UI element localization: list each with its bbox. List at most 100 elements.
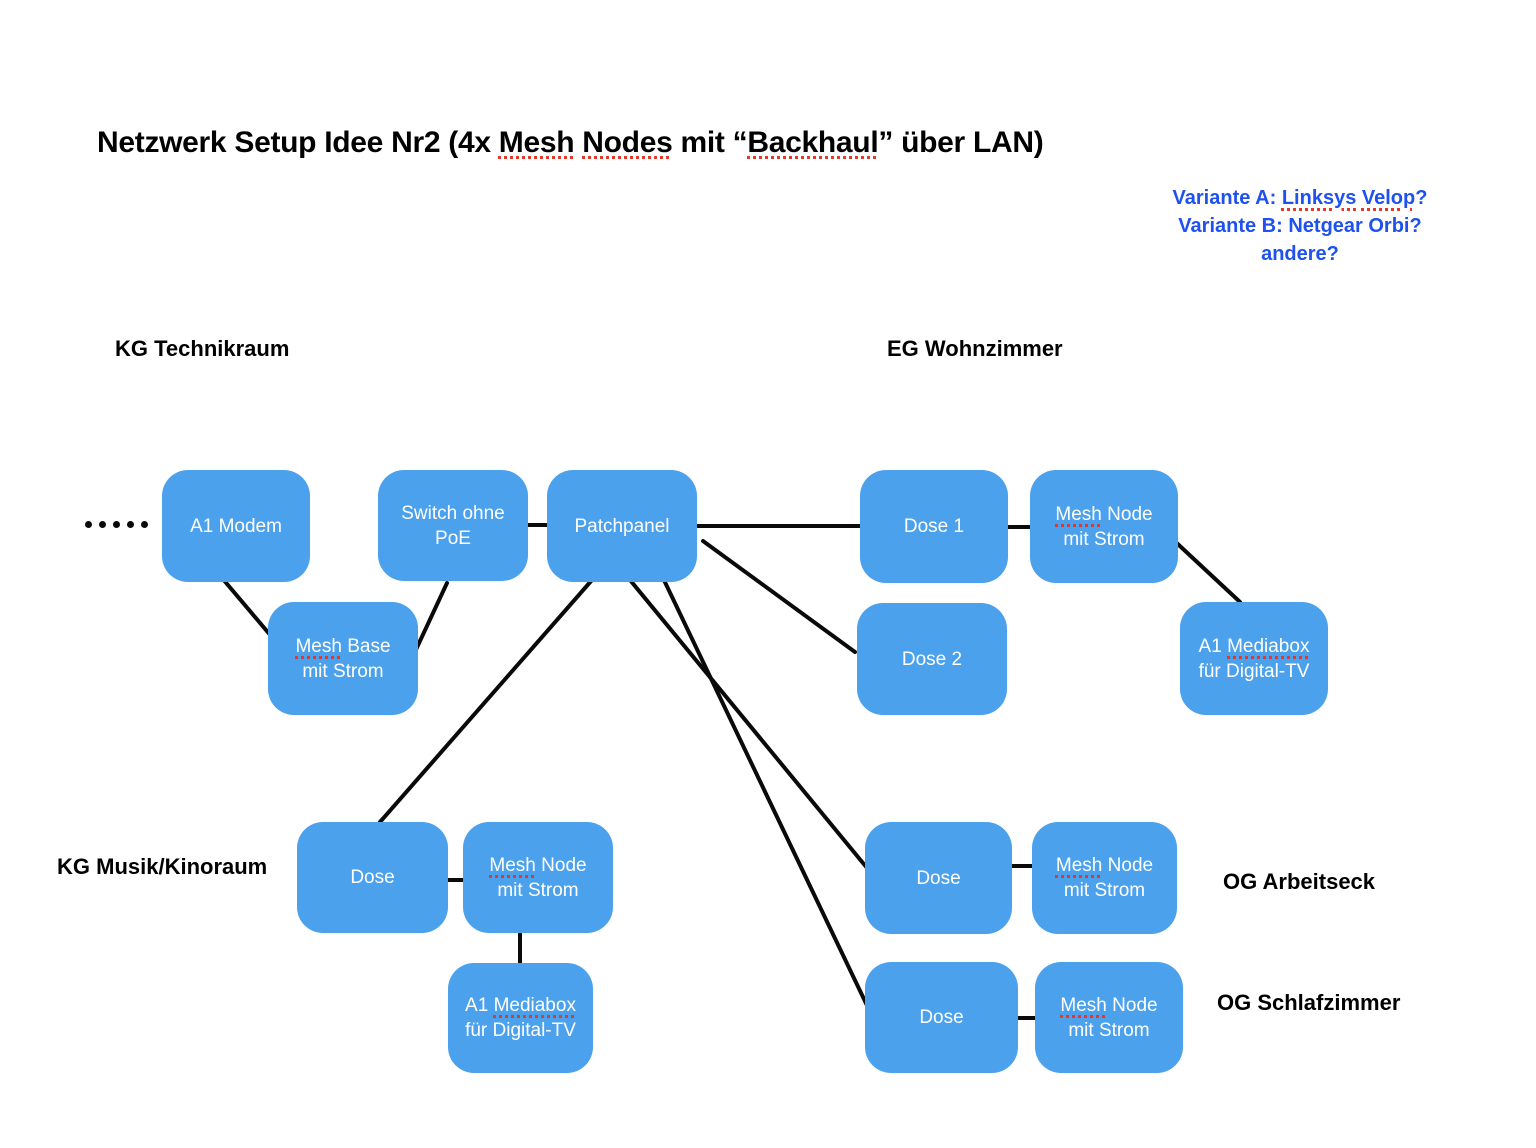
misspelled-word: Velop: [1361, 187, 1416, 209]
edge-patchpanel-to-dose-2[interactable]: [701, 539, 857, 654]
diagram-title: Netzwerk Setup Idee Nr2 (4x Mesh Nodes m…: [97, 126, 1044, 160]
edge-patchpanel-to-dose-og-arbeitseck[interactable]: [628, 578, 874, 876]
node-dose-og-arbeitseck[interactable]: Dose: [865, 822, 1012, 934]
dot: [99, 521, 106, 528]
node-label-line: Dose 2: [902, 647, 962, 672]
node-label-line: Mesh Node: [489, 853, 586, 878]
misspelled-word: Mesh: [489, 854, 536, 876]
text-segment: Variante B: Netgear Orbi?: [1178, 215, 1422, 237]
text-segment: mit Strom: [302, 660, 384, 682]
dot: [141, 521, 148, 528]
text-segment: andere?: [1261, 243, 1339, 265]
dot: [113, 521, 120, 528]
variant-note-line: Variante A: Linksys Velop?: [1140, 184, 1460, 212]
text-segment: für Digital-TV: [465, 1020, 576, 1041]
text-segment: Node: [1101, 503, 1153, 525]
misspelled-word: Mesh: [498, 126, 575, 159]
node-label-line: mit Strom: [497, 878, 578, 903]
text-segment: Node: [535, 854, 587, 876]
text-segment: ?: [1415, 187, 1428, 209]
node-a1-modem[interactable]: A1 Modem: [162, 470, 310, 582]
text-segment: Base: [341, 635, 391, 657]
edge-mesh-node-eg-to-a1-mediabox-eg[interactable]: [1165, 532, 1242, 604]
edge-switch-ohne-poe-to-mesh-base[interactable]: [411, 581, 449, 658]
misspelled-word: Mesh: [295, 635, 342, 657]
variant-note-line: andere?: [1140, 240, 1460, 268]
text-segment: Dose 1: [903, 516, 965, 537]
node-dose-1[interactable]: Dose 1: [860, 470, 1008, 583]
node-label-line: mit Strom: [302, 659, 383, 684]
node-label-line: für Digital-TV: [465, 1018, 576, 1043]
text-segment: Dose: [919, 1007, 964, 1028]
text-segment: Variante A:: [1172, 187, 1282, 209]
text-segment: A1: [1198, 635, 1228, 657]
node-dose-og-schlafzimmer[interactable]: Dose: [865, 962, 1018, 1073]
text-segment: A1: [465, 995, 494, 1016]
text-segment: mit Strom: [1068, 1019, 1150, 1041]
node-a1-mediabox-kg[interactable]: A1 Mediabox für Digital-TV: [448, 963, 593, 1073]
incoming-line-dots: [85, 521, 148, 528]
node-label-line: mit Strom: [1068, 1018, 1149, 1043]
section-label-og-arbeitseck: OG Arbeitseck: [1223, 869, 1376, 894]
section-label-eg-wohnzimmer: EG Wohnzimmer: [887, 336, 1063, 361]
edge-patchpanel-to-dose-og-schlafzimmer[interactable]: [661, 576, 875, 1020]
text-segment: Patchpanel: [574, 515, 670, 537]
node-label-line: für Digital-TV: [1199, 659, 1310, 684]
misspelled-word: Mesh: [1060, 994, 1107, 1016]
misspelled-word: Mesh: [1055, 503, 1102, 525]
node-patchpanel[interactable]: Patchpanel: [547, 470, 697, 582]
node-label-line: A1 Mediabox: [1199, 634, 1310, 659]
edge-patchpanel-to-dose-kg-musik[interactable]: [378, 578, 594, 824]
node-label-line: Mesh Node: [1060, 993, 1157, 1018]
text-segment: mit Strom: [1063, 528, 1145, 550]
variant-notes: Variante A: Linksys Velop? Variante B: Ne…: [1140, 184, 1460, 268]
misspelled-word: Mediabox: [493, 995, 576, 1016]
node-dose-2[interactable]: Dose 2: [857, 603, 1007, 715]
node-label-line: Mesh Base: [295, 634, 390, 659]
text-segment: für Digital-TV: [1198, 660, 1310, 682]
dot: [85, 521, 92, 528]
text-segment: Dose: [350, 867, 395, 888]
section-label-kg-musik-kinoraum: KG Musik/Kinoraum: [57, 854, 268, 879]
text-segment: PoE: [435, 527, 471, 549]
node-label-line: Mesh Node: [1055, 502, 1152, 527]
node-label-line: mit Strom: [1064, 878, 1145, 903]
text-segment: mit Strom: [497, 879, 579, 901]
node-label-line: mit Strom: [1063, 527, 1144, 552]
section-label-kg-technikraum: KG Technikraum: [115, 336, 290, 361]
text-segment: ” über LAN): [878, 126, 1044, 159]
text-segment: mit “: [672, 126, 748, 159]
edge-a1-modem-to-mesh-base[interactable]: [220, 576, 279, 645]
text-segment: Node: [1106, 994, 1158, 1016]
node-label-line: PoE: [435, 526, 471, 551]
node-dose-kg-musik[interactable]: Dose: [297, 822, 448, 933]
text-segment: mit Strom: [1063, 880, 1146, 901]
node-label-line: Dose: [350, 865, 394, 890]
node-label-line: Dose: [919, 1005, 963, 1030]
node-label-line: Patchpanel: [574, 514, 669, 539]
node-label-line: Switch ohne: [401, 501, 505, 526]
misspelled-word: Mediabox: [1227, 635, 1310, 657]
text-segment: A1 Modem: [190, 515, 282, 537]
text-segment: Dose 2: [901, 648, 963, 670]
text-segment: Netzwerk Setup Idee Nr2 (4x: [97, 126, 499, 159]
node-label-line: Dose 1: [904, 514, 964, 539]
node-label-line: A1 Modem: [190, 514, 282, 539]
text-segment: Node: [1102, 855, 1154, 876]
misspelled-word: Linksys: [1281, 187, 1357, 209]
text-segment: Switch ohne: [401, 502, 505, 524]
section-label-og-schlafzimmer: OG Schlafzimmer: [1217, 990, 1401, 1015]
node-label-line: Dose: [916, 866, 960, 891]
node-label-line: Mesh Node: [1056, 853, 1153, 878]
misspelled-word: Backhaul: [747, 126, 879, 159]
misspelled-word: Nodes: [582, 126, 673, 159]
